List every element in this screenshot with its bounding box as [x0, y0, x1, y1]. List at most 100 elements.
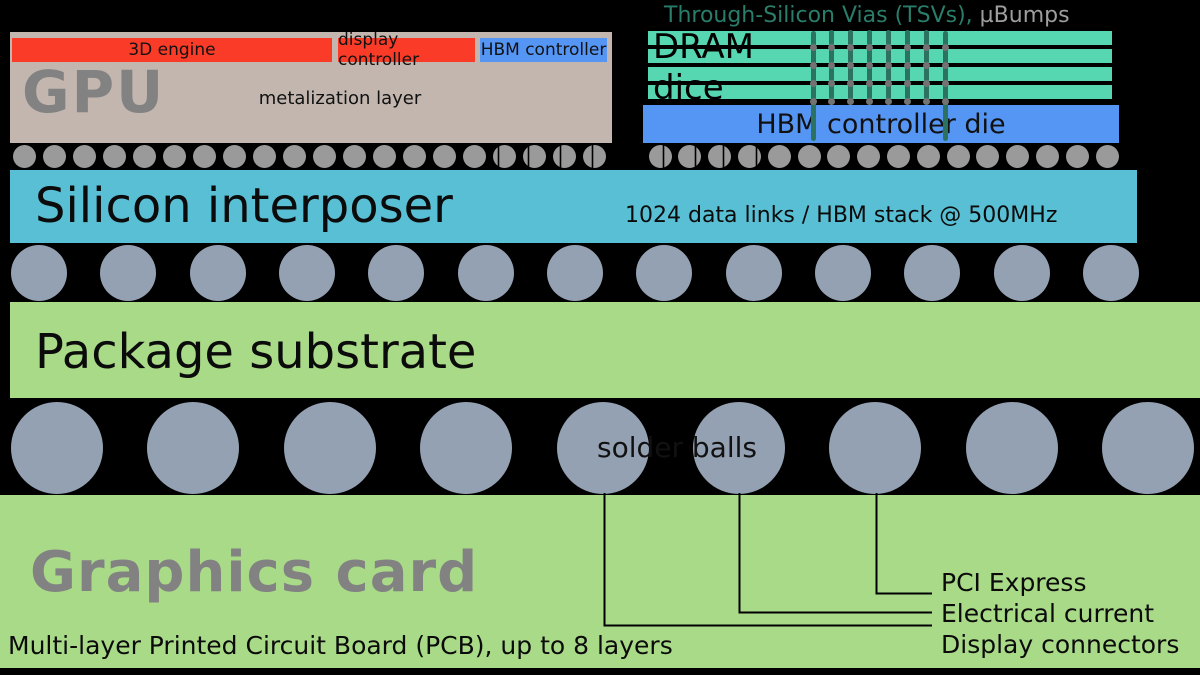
ubump-dot	[828, 44, 836, 51]
tsv-via-segment	[829, 66, 835, 82]
ubump-dot	[941, 44, 949, 51]
ubump-dot	[941, 62, 949, 69]
c4-bump	[278, 244, 335, 301]
ubump	[827, 145, 851, 168]
ubump-dot	[903, 44, 911, 51]
ubump	[102, 145, 126, 168]
ubump	[252, 145, 276, 168]
tsv-via-segment	[885, 30, 891, 46]
ubump-dot	[847, 80, 855, 87]
ubump-dot	[847, 62, 855, 69]
c4-bump	[904, 244, 961, 301]
c4-bump	[725, 244, 782, 301]
ubump-dot	[884, 80, 892, 87]
solder-ball	[1102, 402, 1195, 494]
c4-bump	[546, 244, 603, 301]
tsv-via-segment	[829, 84, 835, 100]
dram-die-bar	[648, 67, 1112, 81]
solder-ball	[965, 402, 1058, 494]
ubump-dot	[922, 98, 930, 105]
solder-ball	[556, 402, 649, 494]
c4-bump	[636, 244, 693, 301]
ubump-dot	[809, 62, 817, 69]
tsv-via-segment	[848, 30, 854, 46]
ubump	[1006, 145, 1030, 168]
ubump	[1065, 145, 1089, 168]
ubump	[1035, 145, 1059, 168]
tsv-via-segment	[867, 84, 873, 100]
hbm-controller-die: HBM controller die	[643, 105, 1119, 143]
ubump	[522, 145, 546, 168]
ubump-dot	[884, 62, 892, 69]
tsv-via-segment	[867, 48, 873, 64]
ubump	[648, 145, 672, 168]
tsv-via-segment	[848, 84, 854, 100]
tsv-via-segment	[923, 66, 929, 82]
ubump	[402, 145, 426, 168]
tsv-via-segment	[885, 48, 891, 64]
c4-bump	[457, 244, 514, 301]
gpu-hbm-controller-block: HBM controller	[480, 38, 607, 62]
ubump-dot	[884, 98, 892, 105]
ubump-dot	[847, 98, 855, 105]
dram-die-bar	[648, 49, 1112, 63]
c4-bump	[11, 244, 67, 301]
gpu-die-block: 3D engine display controller HBM control…	[10, 30, 612, 143]
tsv-via-segment	[923, 30, 929, 46]
tsv-via-segment	[829, 48, 835, 64]
ubump-dot	[828, 80, 836, 87]
ubump	[767, 145, 791, 168]
ubump-dot	[922, 80, 930, 87]
ubump-dot	[903, 62, 911, 69]
ubump	[462, 145, 486, 168]
dram-die-bar	[648, 31, 1112, 45]
ubump-dot	[922, 44, 930, 51]
ubump-dot	[866, 80, 874, 87]
ubump	[678, 145, 702, 168]
ubump	[162, 145, 186, 168]
electrical-current-label: Electrical current	[941, 599, 1155, 628]
ubump	[42, 145, 66, 168]
silicon-interposer-label: Silicon interposer	[35, 178, 453, 234]
tsv-via-segment	[923, 84, 929, 100]
ubump	[976, 145, 1000, 168]
ubump	[312, 145, 336, 168]
hbm-controller-die-label: HBM controller die	[756, 108, 1006, 140]
gpu-hbm-controller-label: HBM controller	[480, 40, 607, 60]
solder-ball	[11, 402, 103, 494]
tsv-via-segment	[867, 66, 873, 82]
ubump	[372, 145, 396, 168]
package-substrate-label: Package substrate	[35, 324, 477, 380]
solder-balls-label: solder balls	[597, 431, 757, 464]
c4-bump	[814, 244, 871, 301]
ubump-dot	[941, 98, 949, 105]
graphics-card-label: Graphics card	[30, 540, 479, 605]
ubump-dot	[828, 62, 836, 69]
ubump-dot	[941, 80, 949, 87]
tsv-via-segment	[904, 48, 910, 64]
ubump	[282, 145, 306, 168]
silicon-interposer: Silicon interposer 1024 data links / HBM…	[10, 170, 1137, 243]
gpu-3d-engine-label: 3D engine	[128, 40, 216, 60]
ubump	[857, 145, 881, 168]
c4-bump	[1082, 244, 1139, 301]
c4-bump	[993, 244, 1050, 301]
ubumps-title-text: µBumps	[972, 3, 1070, 28]
ubump	[492, 145, 516, 168]
tsv-via-segment	[904, 66, 910, 82]
ubump	[582, 145, 606, 168]
gpu-display-controller-block: display controller	[338, 30, 475, 70]
tsv-via-segment	[904, 30, 910, 46]
solder-ball	[420, 402, 513, 494]
dram-word: DRAM	[653, 27, 755, 67]
tsv-via-segment	[829, 30, 835, 46]
tsv-via-segment	[885, 66, 891, 82]
tsv-ubumps-title: Through-Silicon Vias (TSVs), µBumps	[664, 3, 1070, 28]
pci-express-label: PCI Express	[941, 568, 1087, 597]
ubump-dot	[866, 98, 874, 105]
solder-ball	[829, 402, 922, 494]
ubump	[552, 145, 576, 168]
ubump	[132, 145, 156, 168]
ubump	[72, 145, 96, 168]
